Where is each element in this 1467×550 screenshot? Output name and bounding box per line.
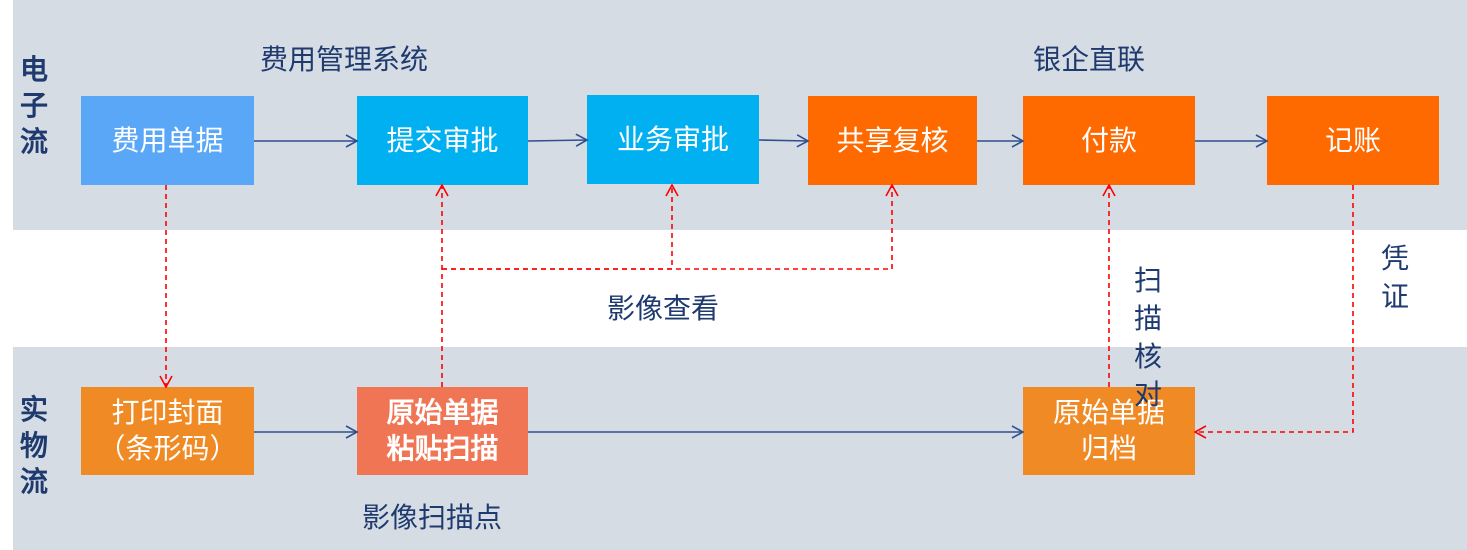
scan-verify-label: 扫描核对 <box>1133 264 1162 411</box>
node-submit-approval[interactable]: 提交审批 <box>357 96 528 185</box>
voucher-label: 凭证 <box>1380 242 1409 313</box>
node-expense-doc[interactable]: 费用单据 <box>81 96 254 185</box>
physical-flow-band <box>13 347 1467 550</box>
arrow-submit-to-business <box>527 133 589 147</box>
original-scan-line1: 原始单据 <box>386 396 499 429</box>
node-print-cover[interactable]: 打印封面 （条形码） <box>81 387 254 475</box>
node-payment[interactable]: 付款 <box>1023 96 1195 185</box>
node-original-scan[interactable]: 原始单据 粘贴扫描 <box>357 387 528 475</box>
lane-label-electronic: 电子流 <box>19 53 48 158</box>
node-original-archive[interactable]: 原始单据 归档 <box>1023 387 1195 475</box>
original-scan-line2: 粘贴扫描 <box>386 432 499 465</box>
image-view-label: 影像查看 <box>607 292 720 325</box>
print-cover-line1: 打印封面 <box>111 396 224 429</box>
original-archive-line2: 归档 <box>1080 432 1137 465</box>
original-archive-line1: 原始单据 <box>1052 396 1165 429</box>
node-shared-review[interactable]: 共享复核 <box>808 96 977 185</box>
lane-label-physical: 实物流 <box>19 393 48 498</box>
dashed-arrow-scan-to-business <box>442 183 679 270</box>
dashed-arrow-bookkeeping-to-archive <box>1193 185 1354 439</box>
bank-link-label: 银企直联 <box>1033 43 1146 76</box>
expense-system-label: 费用管理系统 <box>260 43 429 76</box>
print-cover-line2: （条形码） <box>97 432 238 465</box>
node-business-approval[interactable]: 业务审批 <box>587 95 759 184</box>
arrow-business-to-review <box>758 134 810 148</box>
dashed-arrow-scan-to-review <box>442 183 899 270</box>
node-bookkeeping[interactable]: 记账 <box>1267 96 1439 185</box>
image-scan-point-label: 影像扫描点 <box>362 501 503 534</box>
